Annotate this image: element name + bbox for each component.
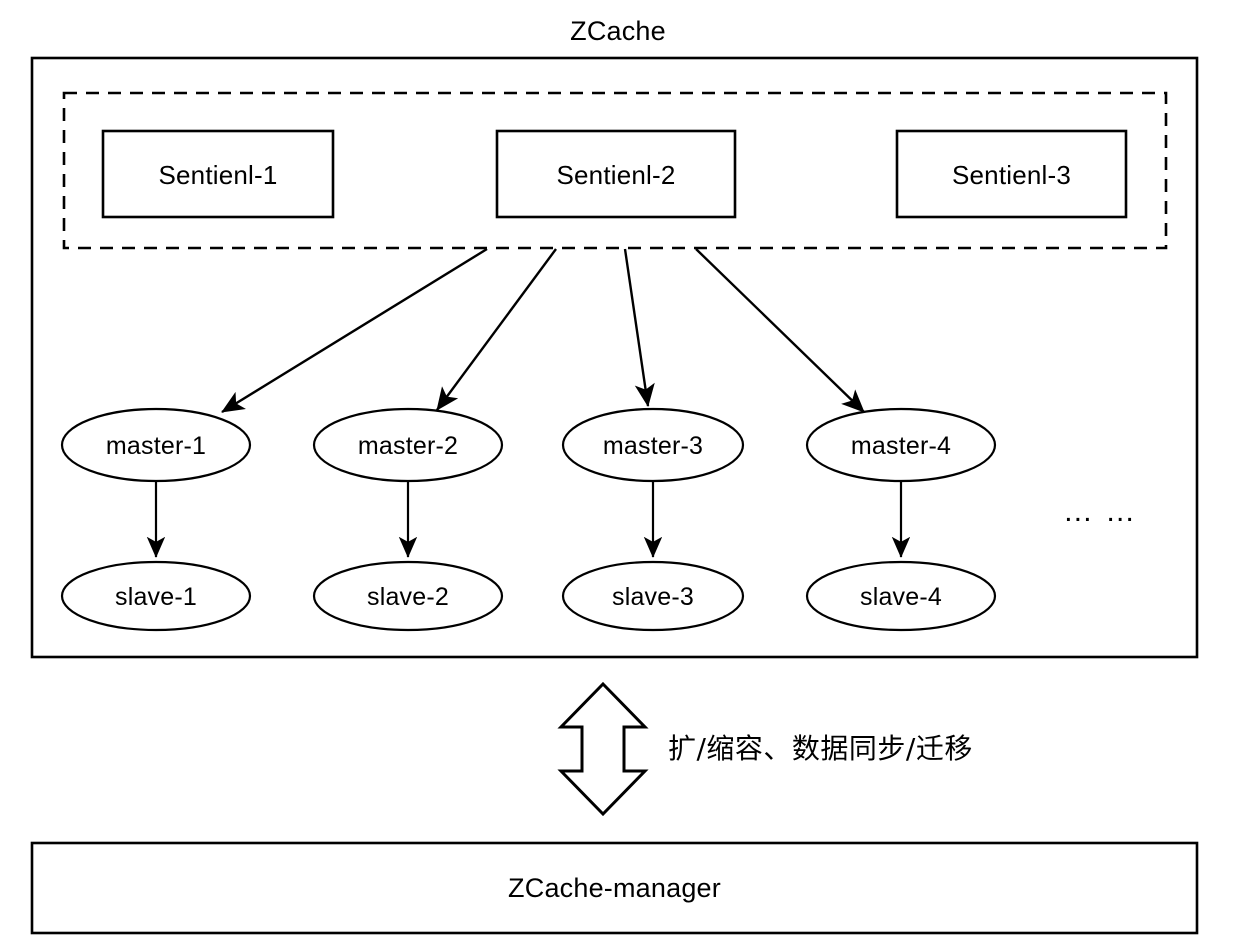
edge-sentinel-to-master-4 xyxy=(695,248,865,413)
sentinel-box-3[interactable] xyxy=(895,129,1128,219)
slave-node-3[interactable] xyxy=(561,560,745,632)
sentinel-hit-2[interactable] xyxy=(497,131,735,217)
slave-hit-2[interactable] xyxy=(314,562,502,630)
slave-hit-4[interactable] xyxy=(807,562,995,630)
slave-hit-1[interactable] xyxy=(62,562,250,630)
master-hit-4[interactable] xyxy=(807,409,995,481)
double-headed-vertical-arrow-icon xyxy=(557,681,649,817)
slave-node-4[interactable] xyxy=(805,560,997,632)
edge-sentinel-to-master-2 xyxy=(436,248,557,411)
master-hit-2[interactable] xyxy=(314,409,502,481)
slave-hit-3[interactable] xyxy=(563,562,743,630)
slave-node-1[interactable] xyxy=(60,560,252,632)
zcache-manager-hit[interactable] xyxy=(32,843,1197,933)
edge-sentinel-to-master-1 xyxy=(221,247,488,414)
zcache-manager-box[interactable] xyxy=(30,841,1199,935)
edge-sentinel-to-master-3 xyxy=(623,248,655,407)
slave-node-2[interactable] xyxy=(312,560,504,632)
sentinel-hit-3[interactable] xyxy=(897,131,1126,217)
sentinel-group-dashed-box xyxy=(62,91,1168,250)
master-hit-3[interactable] xyxy=(563,409,743,481)
sentinel-box-1[interactable] xyxy=(101,129,335,219)
sentinel-box-2[interactable] xyxy=(495,129,737,219)
sentinel-hit-1[interactable] xyxy=(103,131,333,217)
master-hit-1[interactable] xyxy=(62,409,250,481)
